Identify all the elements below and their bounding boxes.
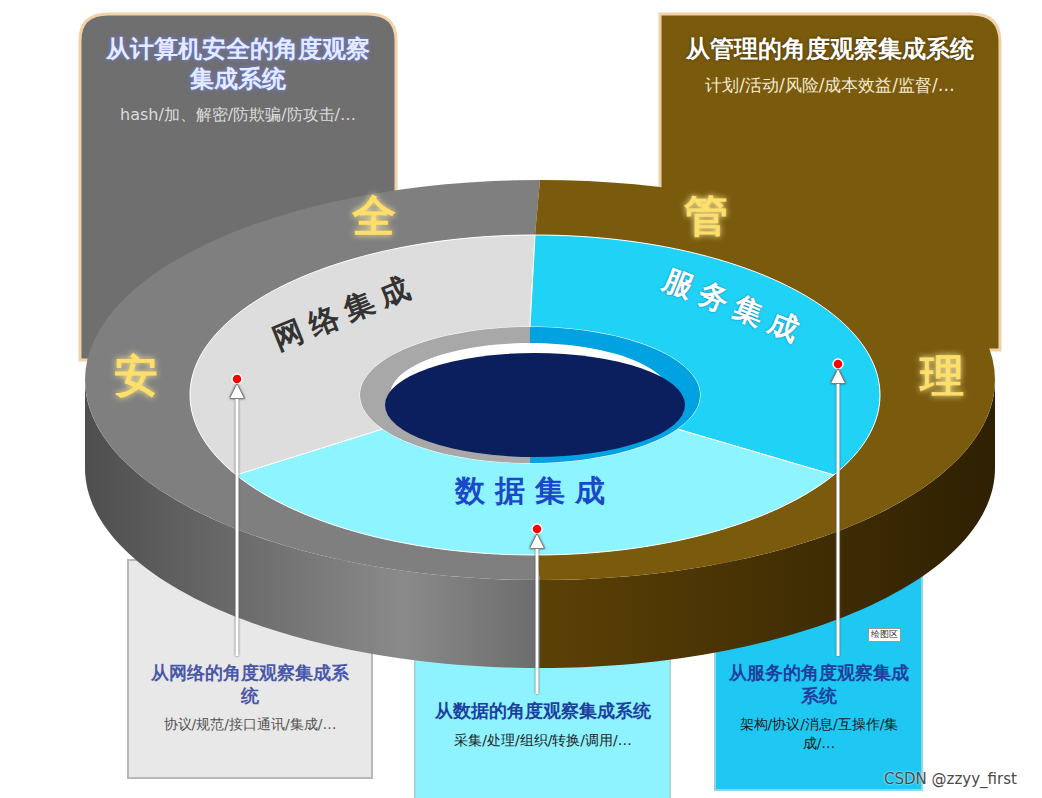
panel-body: 协议/规范/接口通讯/集成/… — [144, 715, 356, 734]
panel-heading: 从计算机安全的角度观察集成系统 — [96, 34, 380, 94]
ring-segment-label: 网络集成 — [225, 250, 465, 385]
panel-heading: 从网络的角度观察集成系统 — [144, 662, 356, 707]
arrow-connector — [536, 535, 539, 694]
ring-segment-label: 服务集成 — [620, 240, 850, 370]
segment-name: 网络集成 — [227, 250, 463, 373]
view-panel: 从网络的角度观察集成系统协议/规范/接口通讯/集成/… — [138, 656, 362, 740]
segment-name: 服务集成 — [622, 246, 849, 366]
watermark: CSDN @zzyy_first — [884, 770, 1017, 788]
segment-name: 数据集成 — [410, 473, 660, 509]
view-panel: 从计算机安全的角度观察集成系统 hash/加、解密/防欺骗/防攻击/… — [84, 24, 392, 136]
view-panel: 从数据的角度观察集成系统采集/处理/组织/转换/调用/… — [422, 694, 664, 755]
rim-character: 理 — [920, 354, 964, 398]
ring-group — [85, 180, 995, 668]
view-panel: 从服务的角度观察集成系统架构/协议/消息/互操作/集成/… — [722, 656, 916, 759]
panel-body: hash/加、解密/防欺骗/防攻击/… — [96, 104, 380, 126]
ring-hole — [385, 353, 685, 457]
panel-body: 架构/协议/消息/互操作/集成/… — [728, 715, 910, 753]
anchor-dot — [232, 374, 242, 384]
rim-character: 安 — [114, 354, 158, 398]
anchor-dot — [833, 359, 843, 369]
arrow-connector — [837, 370, 840, 656]
panel-body: 采集/处理/组织/转换/调用/… — [428, 731, 658, 750]
panel-heading: 从数据的角度观察集成系统 — [428, 700, 658, 723]
anchor-dot — [532, 524, 542, 534]
ring-segment-label: 数据集成 — [410, 465, 660, 535]
tag-label: 绘图区 — [868, 628, 901, 642]
panel-heading: 从管理的角度观察集成系统 — [678, 34, 982, 64]
panel-body: 计划/活动/风险/成本效益/监督/… — [678, 74, 982, 97]
rim-character: 管 — [684, 194, 728, 238]
rim-character: 全 — [352, 194, 396, 238]
view-panel: 从管理的角度观察集成系统计划/活动/风险/成本效益/监督/… — [664, 24, 996, 107]
panel-heading: 从服务的角度观察集成系统 — [728, 662, 910, 707]
arrow-connector — [236, 385, 239, 656]
